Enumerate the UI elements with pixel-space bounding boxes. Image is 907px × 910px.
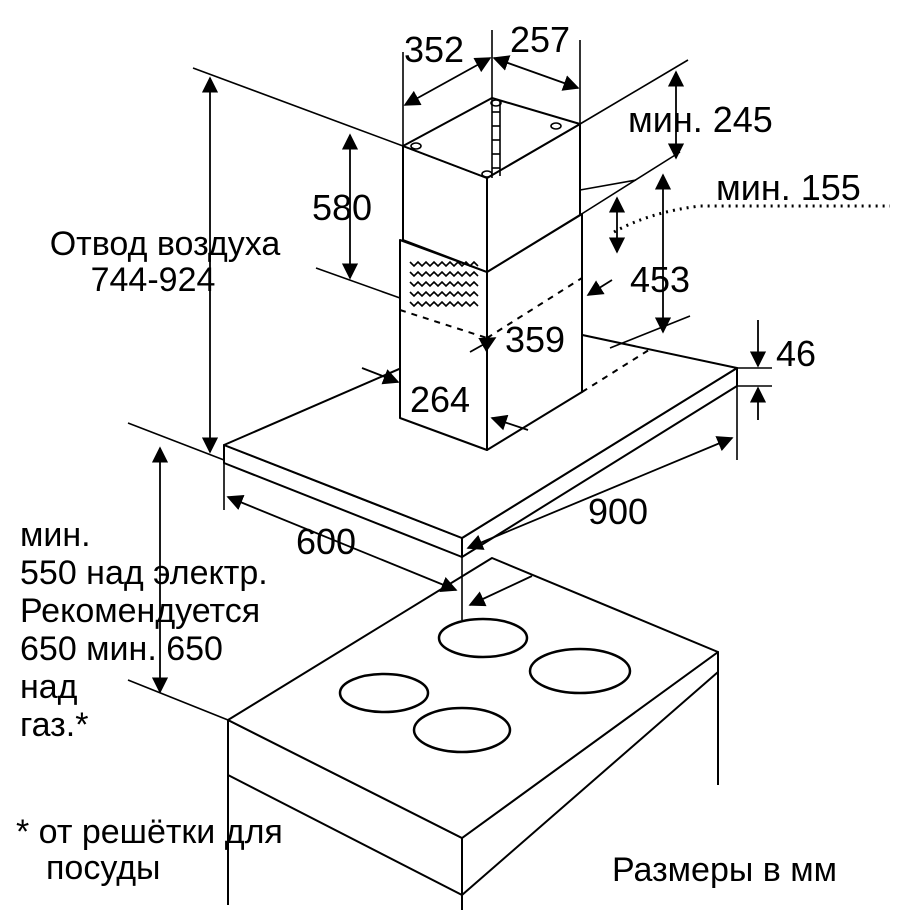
- clearance-line-6: газ.*: [20, 706, 89, 744]
- clearance-note: мин. 550 над электр. Рекомендуется 650 м…: [20, 516, 268, 744]
- air-outlet-line1: Отвод воздуха: [49, 225, 281, 263]
- dimension-lines: [151, 55, 767, 694]
- clearance-line-2: 550 над электр.: [20, 554, 268, 592]
- burner-front: [412, 706, 512, 754]
- clearance-line-1: мин.: [20, 516, 91, 554]
- footnote-line2: посуды: [46, 849, 161, 887]
- cooktop-top: [227, 557, 719, 839]
- cooktop: [227, 557, 719, 910]
- clearance-line-5: над: [20, 668, 78, 706]
- dim-canopy-width: 900: [588, 491, 648, 532]
- air-outlet-label: Отвод воздуха 744-924: [30, 226, 300, 298]
- clearance-line-3: Рекомендуется: [20, 592, 261, 630]
- dim-lower-depth: 264: [410, 379, 470, 420]
- footnote: * от решётки для посуды: [16, 814, 283, 886]
- ceiling-dotted-line: [613, 204, 890, 234]
- burner-right: [528, 647, 632, 695]
- chimney: [399, 97, 583, 451]
- cooktop-burners: [338, 617, 632, 754]
- air-outlet-line2: 744-924: [90, 261, 216, 299]
- dim-lower-chimney: 453: [630, 259, 690, 300]
- dim-min-ceiling: мин. 155: [716, 167, 861, 208]
- dim-chimney-height: 580: [312, 187, 372, 228]
- vent-grille: [409, 260, 479, 308]
- dim-lower-width: 359: [505, 319, 565, 360]
- dim-min-top-gap: мин. 245: [628, 99, 773, 140]
- dim-canopy-depth: 600: [296, 521, 356, 562]
- footnote-line1: * от решётки для: [16, 813, 283, 851]
- clearance-line-4: 650 мин. 650: [20, 630, 223, 668]
- dim-chimney-depth: 257: [510, 19, 570, 60]
- burner-left: [338, 672, 430, 714]
- dim-chimney-width: 352: [404, 29, 464, 70]
- units-caption: Размеры в мм: [612, 851, 838, 889]
- dim-canopy-thickness: 46: [776, 333, 816, 374]
- burner-back: [437, 617, 529, 659]
- hidden-edges: [399, 277, 653, 393]
